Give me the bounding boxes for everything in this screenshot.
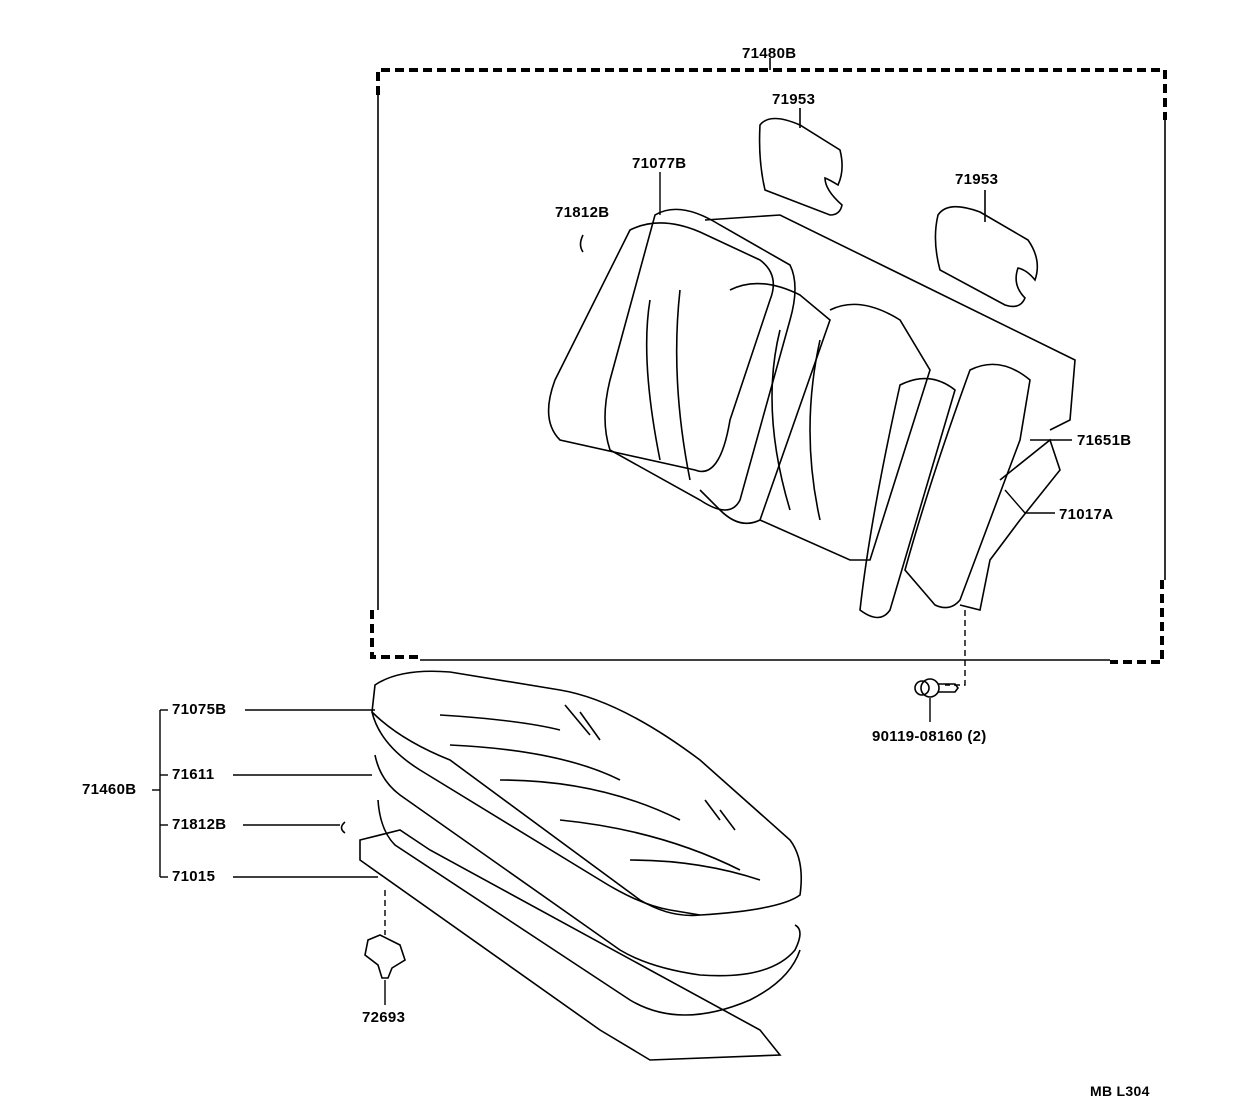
reference-code: MB L304 xyxy=(1090,1083,1150,1099)
label-headrest-left: 71953 xyxy=(772,91,816,108)
label-seat-back-pad: 71651B xyxy=(1077,432,1132,449)
seat-back-drawing xyxy=(547,208,1076,619)
headrest-right-drawing xyxy=(934,190,1039,308)
hog-ring-lower-drawing xyxy=(340,821,346,834)
label-cushion-cover: 71075B xyxy=(172,701,227,718)
label-seat-back-cover: 71077B xyxy=(632,155,687,172)
label-hog-ring-lower: 71812B xyxy=(172,816,227,833)
label-cushion-frame: 71015 xyxy=(172,868,216,885)
seat-cushion-drawing xyxy=(359,670,803,1061)
label-hog-ring-upper: 71812B xyxy=(555,204,610,221)
label-cushion-assembly: 71460B xyxy=(82,781,137,798)
label-clip: 72693 xyxy=(362,1009,406,1026)
headrest-left-drawing xyxy=(758,108,843,216)
label-seat-back-assembly: 71480B xyxy=(742,45,797,62)
hog-ring-upper-drawing xyxy=(579,234,584,253)
label-headrest-right: 71953 xyxy=(955,171,999,188)
seat-back-assembly-bracket xyxy=(370,68,1167,664)
bolt-drawing xyxy=(914,678,959,698)
label-bolt: 90119-08160 (2) xyxy=(872,728,987,745)
leader-lines-lower xyxy=(152,709,386,1005)
leader-lines-upper xyxy=(659,172,1072,722)
label-seat-back-frame: 71017A xyxy=(1059,506,1114,523)
label-cushion-pad: 71611 xyxy=(172,766,215,783)
clip-drawing xyxy=(364,934,406,979)
seat-back-assembly-outline xyxy=(377,58,1166,661)
